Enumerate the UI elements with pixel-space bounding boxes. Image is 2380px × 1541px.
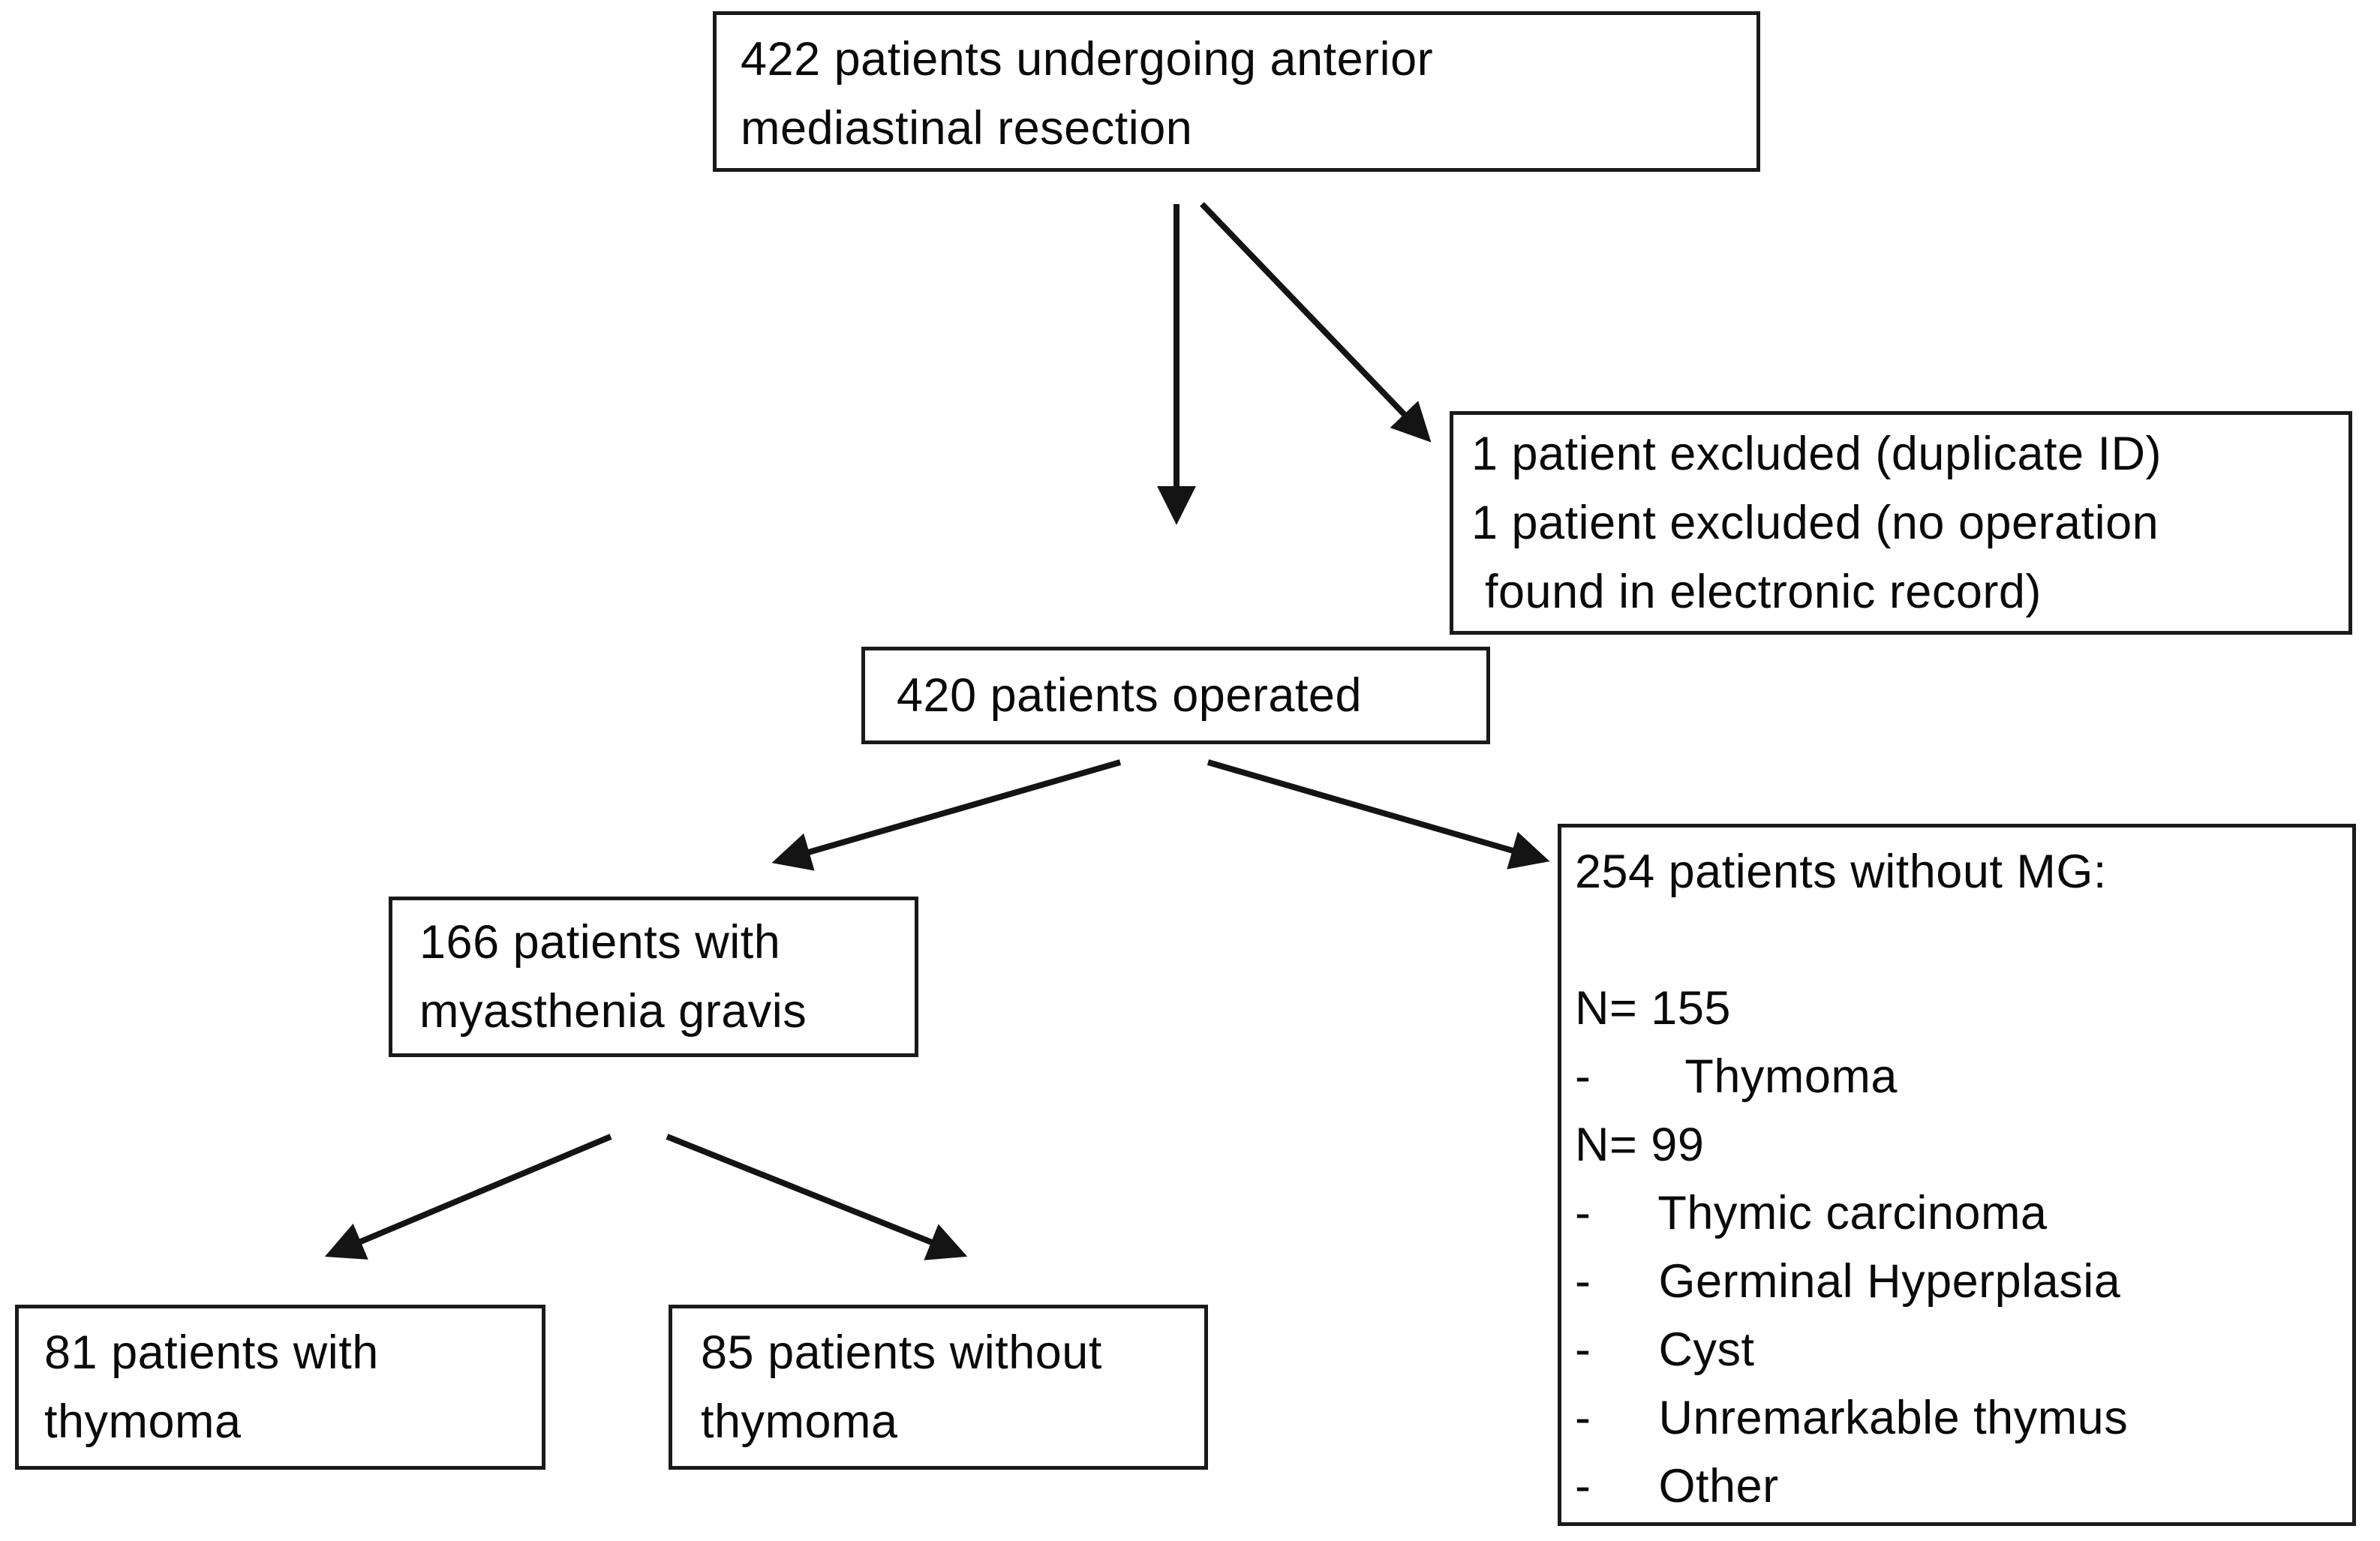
- box-total-line-1: 422 patients undergoing anterior: [741, 33, 1434, 86]
- box-no-mg-item-5: - Unremarkable thymus: [1575, 1392, 2129, 1444]
- box-no-mg-title: 254 patients without MG:: [1575, 846, 2107, 898]
- box-excluded-line-3: found in electronic record): [1471, 566, 2042, 618]
- box-operated-line-1: 420 patients operated: [897, 669, 1362, 722]
- box-myasthenia-gravis: 166 patients with myasthenia gravis: [389, 897, 918, 1057]
- box-no-mg-item-4: - Cyst: [1575, 1323, 1755, 1376]
- box-no-mg-item-2: - Thymic carcinoma: [1575, 1187, 2048, 1239]
- box-excluded-patients: 1 patient excluded (duplicate ID) 1 pati…: [1450, 411, 2352, 635]
- arrow-mg-to-thymoma: [324, 1134, 612, 1260]
- box-mg-without-thymoma: 85 patients without thymoma: [669, 1305, 1208, 1470]
- arrow-operated-to-no-mg: [1207, 759, 1550, 870]
- box-no-thymoma-line-1: 85 patients without: [701, 1326, 1102, 1379]
- box-no-mg-item-3: - Germinal Hyperplasia: [1575, 1255, 2121, 1308]
- box-no-mg-spacer: [1575, 906, 2352, 975]
- box-thymoma-line-2: thymoma: [44, 1395, 242, 1448]
- box-no-mg-item-1: - Thymoma: [1575, 1050, 1898, 1103]
- box-total-patients: 422 patients undergoing anterior mediast…: [713, 11, 1760, 172]
- arrow-total-to-excluded: [1200, 202, 1432, 443]
- box-excluded-line-2: 1 patient excluded (no operation: [1471, 497, 2159, 549]
- box-excluded-line-1: 1 patient excluded (duplicate ID): [1471, 428, 2162, 480]
- box-no-thymoma-line-2: thymoma: [701, 1395, 898, 1448]
- box-no-mg-item-6: - Other: [1575, 1460, 1779, 1512]
- box-no-mg-count-2: N= 99: [1575, 1119, 1705, 1171]
- box-operated-patients: 420 patients operated: [861, 647, 1490, 744]
- box-mg-line-1: 166 patients with: [419, 916, 781, 969]
- box-thymoma-line-1: 81 patients with: [44, 1326, 379, 1379]
- box-mg-with-thymoma: 81 patients with thymoma: [15, 1305, 545, 1470]
- box-total-line-2: mediastinal resection: [741, 102, 1193, 155]
- arrow-mg-to-no-thymoma: [666, 1134, 968, 1260]
- arrow-operated-to-mg: [771, 759, 1122, 871]
- box-mg-line-2: myasthenia gravis: [419, 985, 807, 1038]
- box-without-mg: 254 patients without MG: N= 155 - Thymom…: [1558, 824, 2356, 1526]
- box-no-mg-count-1: N= 155: [1575, 982, 1731, 1035]
